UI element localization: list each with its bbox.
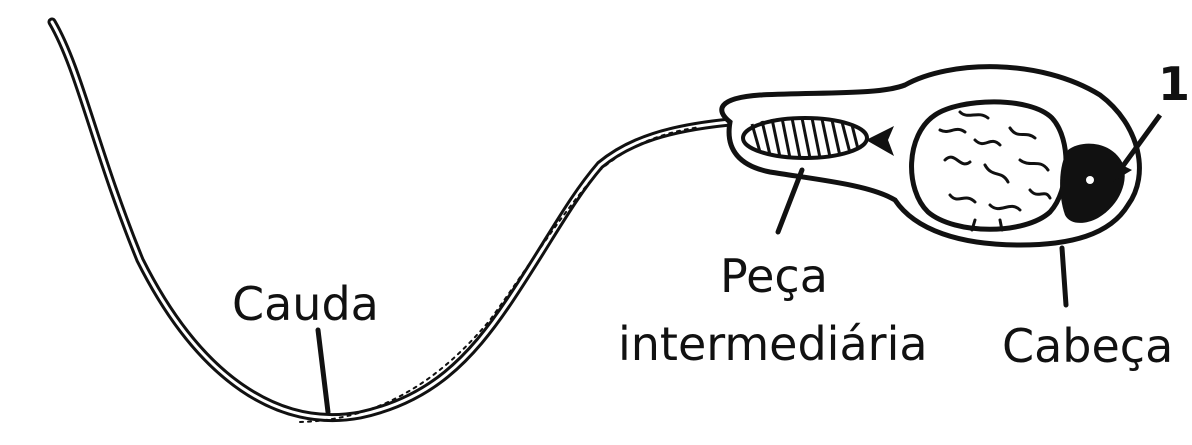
midpiece-label-line1: Peça (720, 249, 828, 303)
tail-leader-line (318, 330, 328, 412)
midpiece-label-line2: intermediária (618, 317, 928, 371)
head-label: Cabeça (1002, 319, 1173, 373)
marker-number: 1 (1158, 57, 1190, 111)
nucleus (912, 102, 1066, 230)
midpiece-leader-line (778, 170, 802, 232)
tail-label: Cauda (232, 277, 379, 331)
tail-hatching (300, 127, 700, 422)
acrosome-highlight (1086, 176, 1094, 184)
head-leader-line (1062, 248, 1066, 305)
